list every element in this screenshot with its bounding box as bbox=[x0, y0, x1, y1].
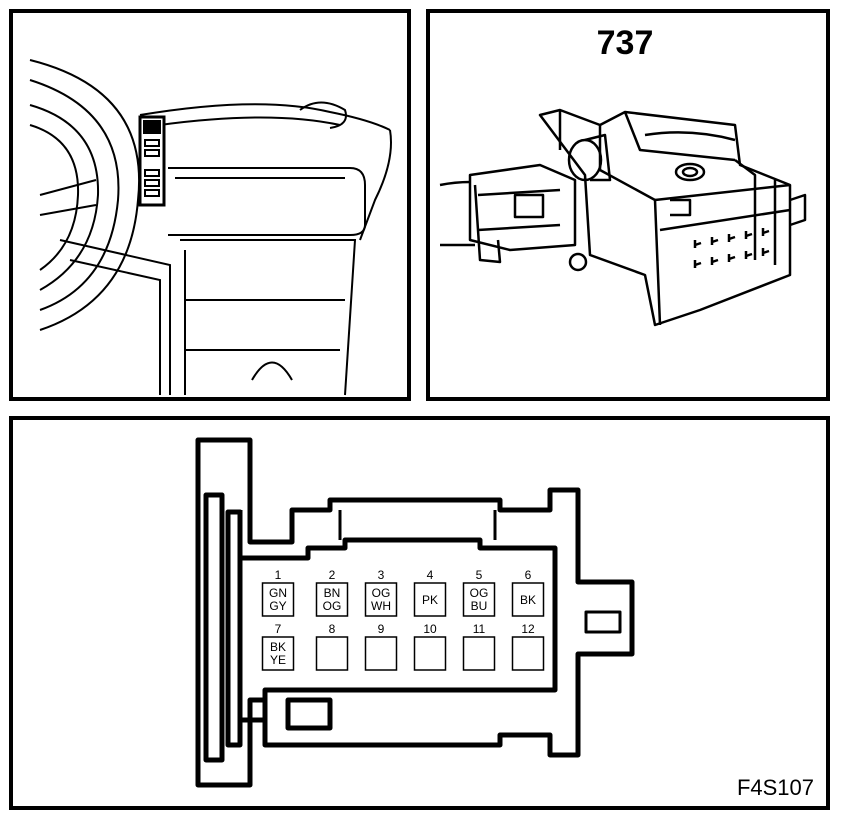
connector-title: 737 bbox=[597, 24, 654, 62]
pin-number: 7 bbox=[275, 622, 282, 636]
connector-3d-drawing bbox=[439, 108, 807, 327]
pin-wire-color: BK bbox=[520, 593, 536, 607]
pin-wire-color: PK bbox=[422, 593, 438, 607]
pin-number: 1 bbox=[275, 568, 282, 582]
pin-number: 9 bbox=[378, 622, 385, 636]
pin-cavity bbox=[511, 582, 545, 617]
dashboard-location-panel bbox=[9, 9, 411, 401]
pin-cavity bbox=[261, 582, 295, 617]
switch-bank-location bbox=[138, 115, 166, 207]
pin-number: 5 bbox=[476, 568, 483, 582]
pin-cavity bbox=[315, 582, 349, 617]
pin-cavity bbox=[511, 636, 545, 671]
pin-number: 2 bbox=[329, 568, 336, 582]
dashboard-drawing bbox=[29, 59, 392, 396]
pin-wire-color: OG bbox=[470, 586, 489, 600]
pin-number: 8 bbox=[329, 622, 336, 636]
pin-number: 6 bbox=[525, 568, 532, 582]
pin-wire-color: BK bbox=[270, 640, 286, 654]
pin-wire-color: OG bbox=[372, 586, 391, 600]
pin-wire-color: WH bbox=[371, 599, 391, 613]
pin-cavity bbox=[315, 636, 349, 671]
pin-cavity bbox=[413, 582, 447, 617]
pin-cavity bbox=[462, 582, 496, 617]
pin-cavity bbox=[261, 636, 295, 671]
pin-number: 11 bbox=[473, 622, 486, 636]
pin-cavity bbox=[413, 636, 447, 671]
pin-wire-color: GN bbox=[269, 586, 287, 600]
pin-cavity bbox=[462, 636, 496, 671]
figure-reference: F4S107 bbox=[737, 775, 814, 800]
pin-number: 10 bbox=[423, 622, 437, 636]
pin-wire-color: BU bbox=[471, 599, 488, 613]
pin-wire-color: GY bbox=[269, 599, 286, 613]
connector-face-outline bbox=[195, 437, 635, 788]
connector-view-panel bbox=[426, 9, 830, 401]
pinout-panel bbox=[9, 416, 830, 810]
pin-cavity bbox=[364, 636, 398, 671]
pin-number: 3 bbox=[378, 568, 385, 582]
pin-wire-color: BN bbox=[324, 586, 341, 600]
pin-wire-color: YE bbox=[270, 653, 286, 667]
pin-number: 12 bbox=[521, 622, 535, 636]
pin-number: 4 bbox=[427, 568, 434, 582]
pin-cavity bbox=[364, 582, 398, 617]
pin-wire-color: OG bbox=[323, 599, 342, 613]
